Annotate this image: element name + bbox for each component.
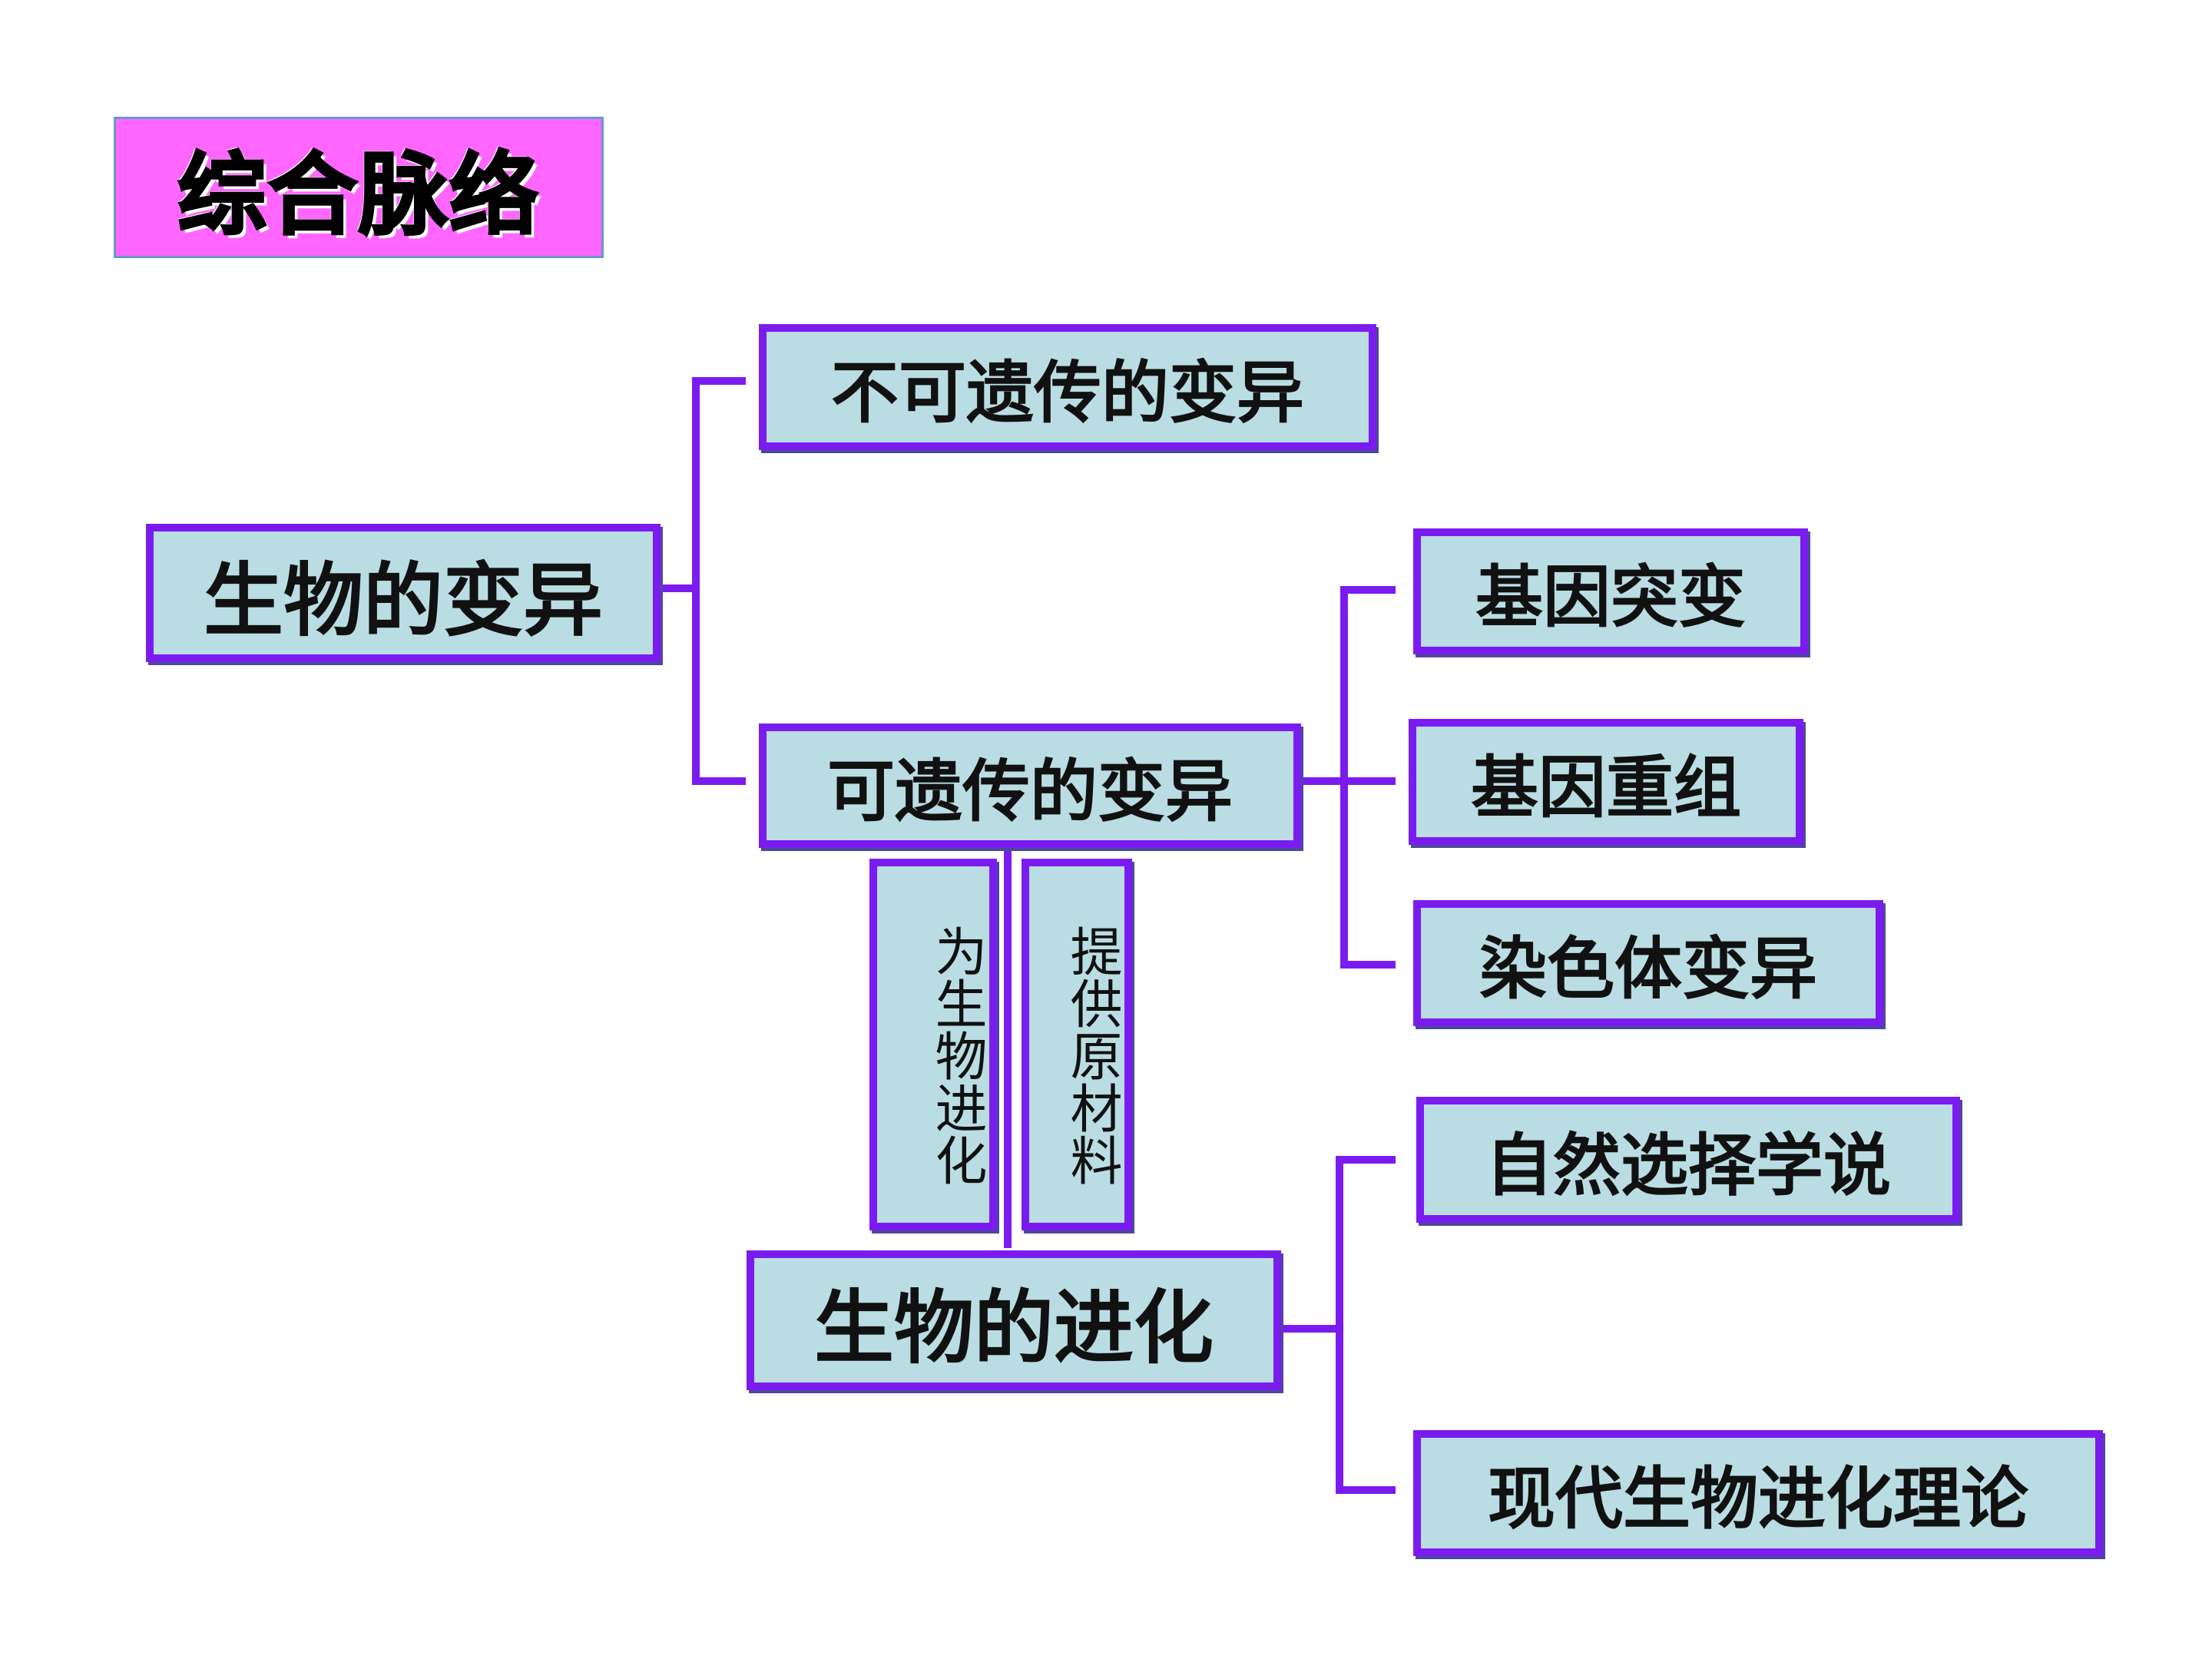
- label-for-evolution: 为生物进化: [869, 859, 997, 1230]
- page-title: 综合脉络: [114, 117, 604, 258]
- node-modern-evolution-theory: 现代生物进化理论: [1413, 1430, 2103, 1556]
- node-heritable-variation: 可遗传的变异: [759, 724, 1301, 848]
- node-natural-selection-theory: 自然选择学说: [1416, 1097, 1960, 1223]
- node-chromosome-variation: 染色体变异: [1413, 900, 1883, 1026]
- label-provide-raw-material: 提供原材料: [1022, 859, 1132, 1230]
- node-gene-recombination: 基因重组: [1409, 719, 1803, 845]
- node-non-heritable-variation: 不可遗传的变异: [759, 324, 1376, 450]
- node-gene-mutation: 基因突变: [1413, 528, 1808, 654]
- node-biological-variation: 生物的变异: [146, 524, 661, 662]
- node-biological-evolution: 生物的进化: [747, 1250, 1281, 1390]
